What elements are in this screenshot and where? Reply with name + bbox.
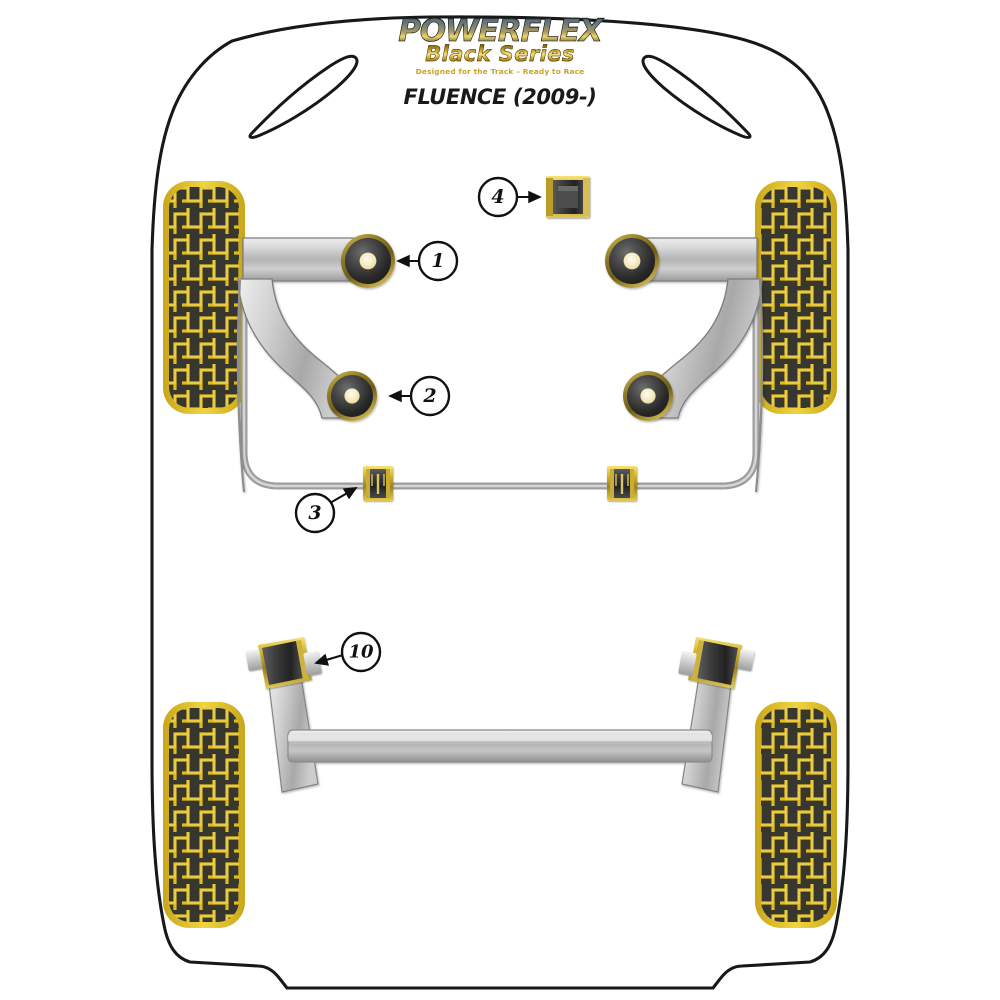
callout-bubbles: 1 2 3 4 10 <box>294 176 519 673</box>
gearbox-mount-bush <box>546 176 590 218</box>
front-anti-roll-bar <box>240 288 760 490</box>
callout-3[interactable]: 3 <box>294 492 336 534</box>
callout-2-number: 2 <box>422 385 436 407</box>
callout-4[interactable]: 4 <box>477 176 519 218</box>
front-left-tyre <box>163 181 245 414</box>
rear-beam-bush-left <box>245 637 322 689</box>
callout-leaders <box>314 190 542 666</box>
callout-10-number: 10 <box>348 642 374 663</box>
front-left-rear-bush <box>327 371 377 421</box>
rear-right-tyre <box>755 702 837 928</box>
vehicle-body-outline <box>150 15 850 990</box>
callout-1-number: 1 <box>431 250 444 272</box>
callout-1[interactable]: 1 <box>417 240 459 282</box>
front-left-wishbone <box>236 237 361 493</box>
front-left-front-bush <box>341 234 395 288</box>
right-mirror-outline <box>641 54 752 139</box>
callout-3-number: 3 <box>308 502 321 524</box>
callout-4-number: 4 <box>491 186 504 208</box>
callout-2[interactable]: 2 <box>409 375 451 417</box>
front-right-tyre <box>755 181 837 414</box>
anti-roll-bar-bush-left <box>363 466 393 501</box>
rear-beam-bush-right <box>678 637 755 689</box>
front-right-rear-bush <box>623 371 673 421</box>
anti-roll-bar-bush-right <box>607 466 637 501</box>
rear-left-tyre <box>163 702 245 928</box>
front-right-wishbone <box>639 237 764 493</box>
front-right-front-bush <box>605 234 659 288</box>
callout-10[interactable]: 10 <box>340 631 382 673</box>
left-mirror-outline <box>248 54 359 139</box>
